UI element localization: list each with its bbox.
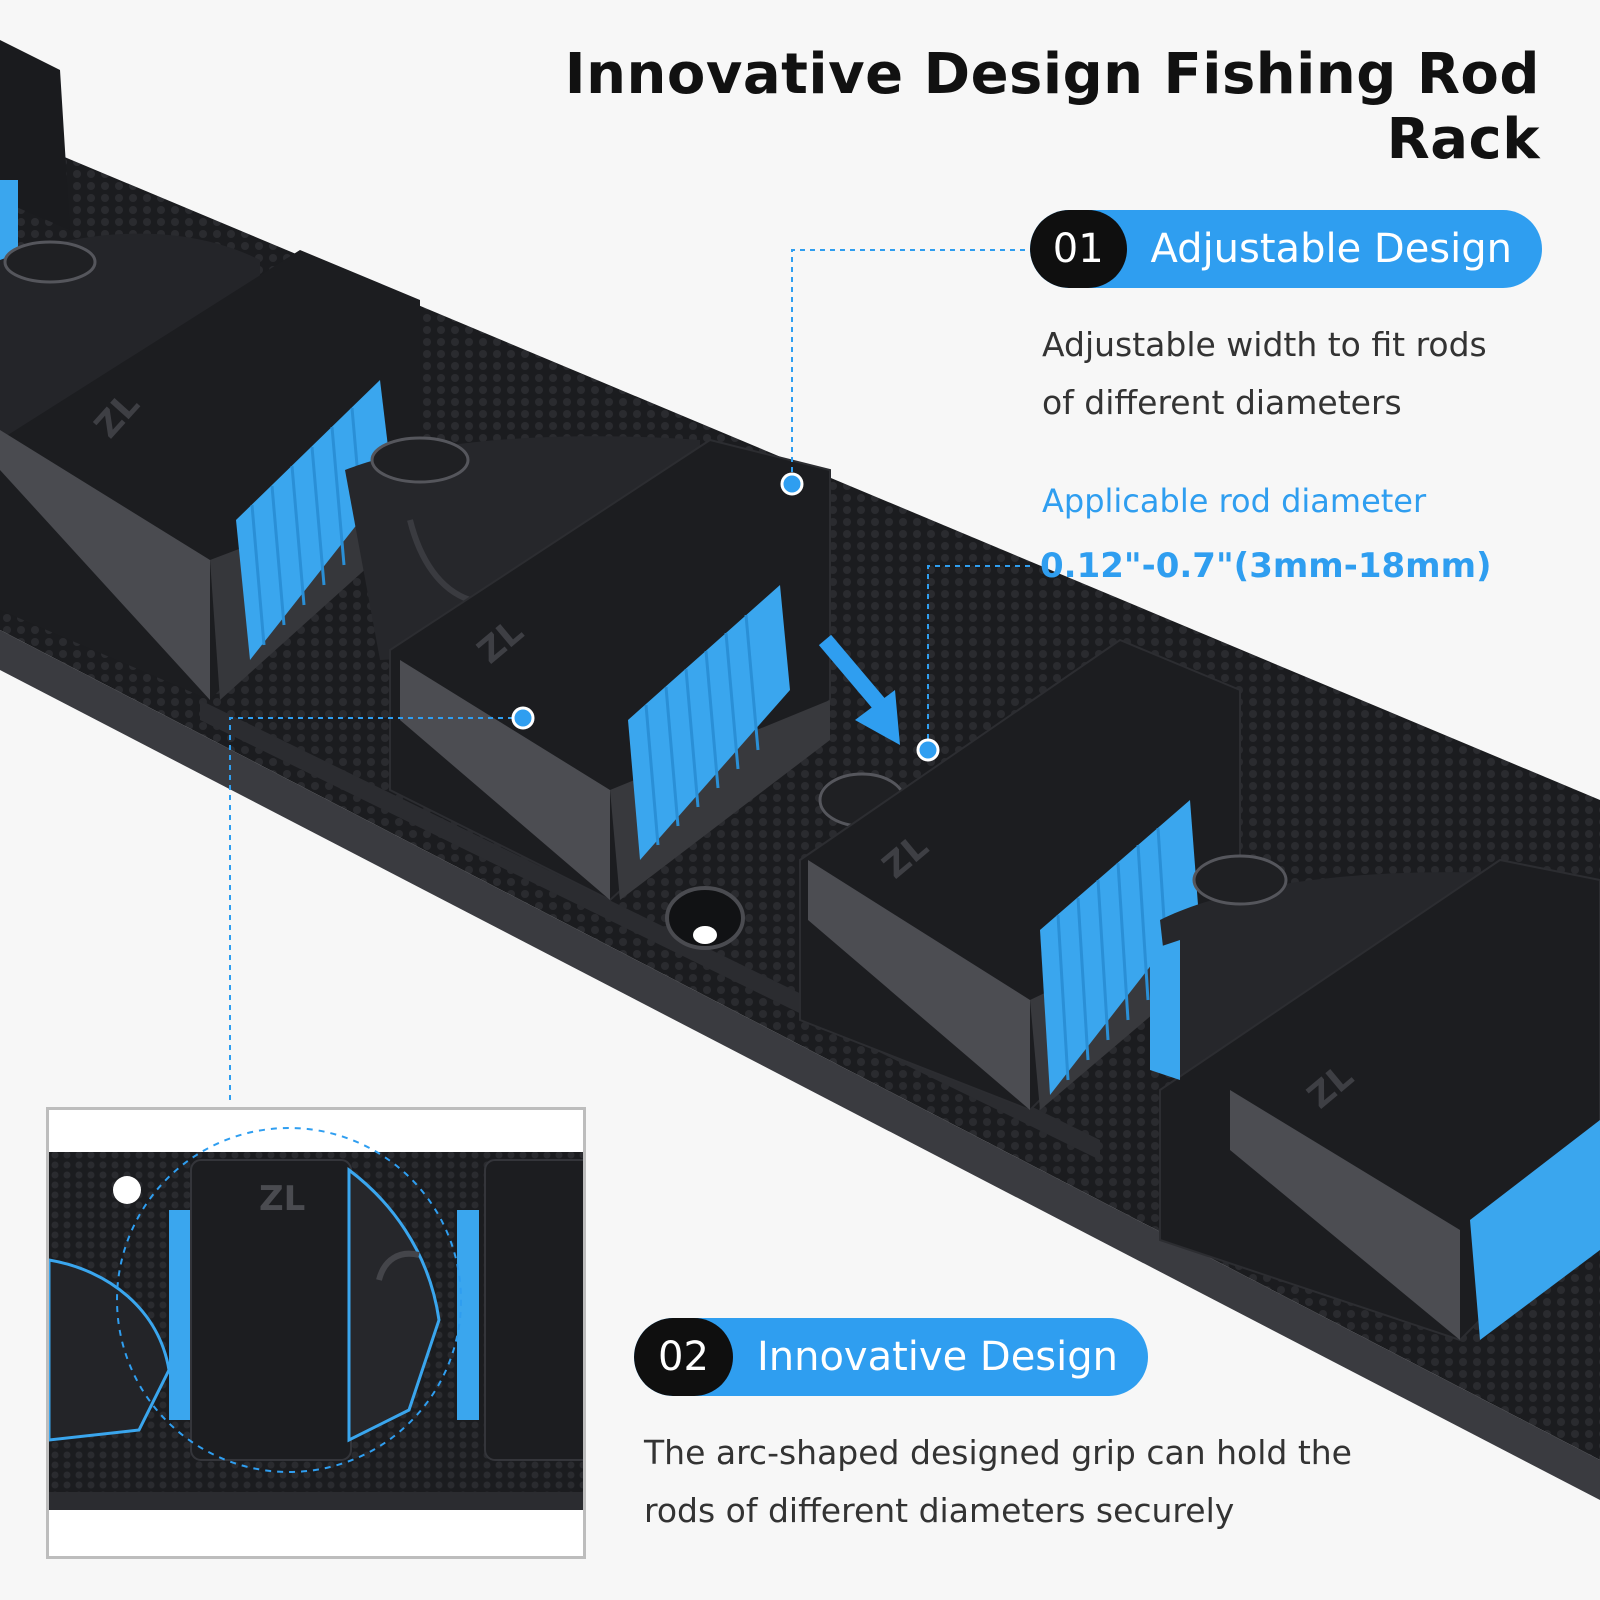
feature-2-badge: 02 Innovative Design (634, 1318, 1148, 1396)
feature-1-label: Adjustable Design (1150, 226, 1512, 272)
blue-grip-pad (628, 585, 790, 860)
feature-1-badge: 01 Adjustable Design (1030, 210, 1542, 288)
rod-holder-5: ZL (1150, 854, 1600, 1342)
spec-value: 0.12"-0.7"(3mm-18mm) (1040, 546, 1492, 586)
feature-1-number: 01 (1030, 210, 1127, 288)
rod-holder-4: ZL (799, 638, 1241, 1112)
arrow-icon (407, 519, 472, 603)
feature-2-description-line-2: rods of different diameters securely (644, 1491, 1235, 1530)
page-title: Innovative Design Fishing Rod Rack (564, 42, 1540, 172)
feature-2-description-line-1: The arc-shaped designed grip can hold th… (644, 1433, 1352, 1472)
screw-hole (665, 886, 745, 950)
arrow-icon (376, 1250, 420, 1281)
brand-logo-icon: ZL (259, 1179, 305, 1219)
rod-holder-3: ZL (345, 436, 831, 902)
feature-2-description: The arc-shaped designed grip can hold th… (644, 1424, 1404, 1540)
feature-1-description: Adjustable width to fit rods of differen… (1042, 316, 1562, 432)
rod-holder-1 (0, 40, 70, 260)
callout-dot-icon (511, 472, 940, 762)
spec-label: Applicable rod diameter (1042, 482, 1427, 520)
feature-2-number: 02 (634, 1318, 733, 1396)
inset-illustration: ZL (49, 1127, 583, 1510)
callout-lines (229, 249, 1030, 1100)
feature-1-description-line-2: of different diameters (1042, 383, 1402, 422)
arrow-icon (818, 634, 900, 745)
blue-grip-pad (1040, 800, 1198, 1095)
feature-2-label: Innovative Design (756, 1334, 1118, 1380)
feature-1-description-line-1: Adjustable width to fit rods (1042, 325, 1487, 364)
detail-inset: ZL (46, 1107, 586, 1559)
